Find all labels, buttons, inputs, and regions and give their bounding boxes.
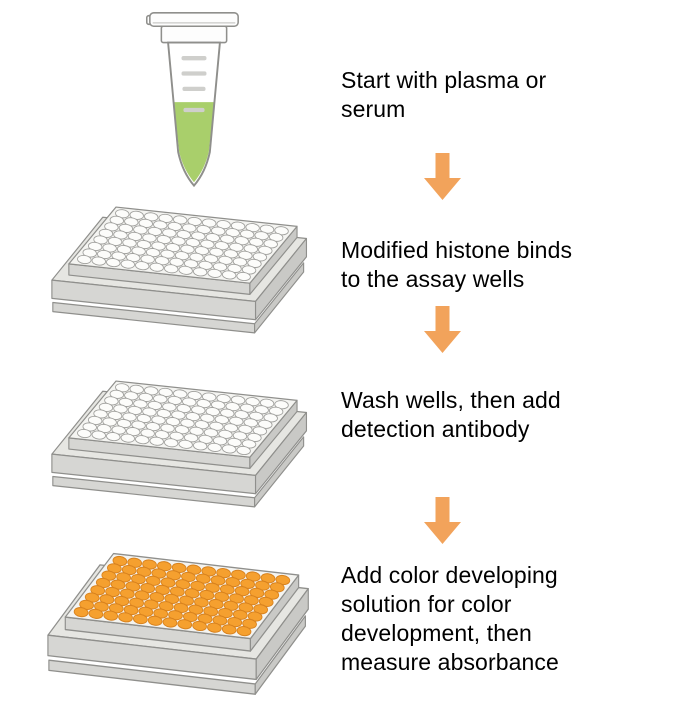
- down-arrow-shape: [424, 306, 461, 353]
- tube-cap-lid: [149, 12, 239, 28]
- tube-body-outline: [167, 41, 221, 188]
- tube-liquid-sample: [173, 102, 215, 183]
- down-arrow-icon: [424, 497, 461, 549]
- microplate-developed-icon: [47, 552, 309, 695]
- step-3-label: Wash wells, then add detection antibody: [341, 387, 561, 442]
- down-arrow-icon: [424, 497, 461, 544]
- sample-tube-illustration: [146, 6, 242, 207]
- tube-graduation-mark: [181, 71, 207, 76]
- tube-graduation-mark: [183, 107, 205, 113]
- microplate-color-developed: [47, 552, 309, 695]
- tube-graduation-mark: [182, 86, 206, 92]
- down-arrow-icon: [424, 306, 461, 353]
- down-arrow-shape: [424, 153, 461, 200]
- tube-graduation-mark: [181, 56, 207, 61]
- microplate-empty-icon: [51, 380, 308, 508]
- step-4-label: Add color developing solution for color …: [341, 562, 559, 675]
- step-1-label: Start with plasma or serum: [341, 67, 547, 122]
- step-2-label: Modified histone binds to the assay well…: [341, 237, 573, 292]
- down-arrow-shape: [424, 497, 461, 544]
- tube-cap-collar: [160, 25, 228, 44]
- microcentrifuge-tube-icon: [146, 12, 239, 188]
- microplate-empty: [51, 380, 308, 508]
- down-arrow-icon: [424, 153, 461, 200]
- microplate-empty: [51, 206, 308, 334]
- microplate-empty-icon: [51, 206, 308, 334]
- down-arrow-icon: [424, 306, 461, 358]
- assay-plate-illustration-1: [50, 203, 314, 344]
- assay-plate-illustration-3: [46, 549, 316, 706]
- assay-plate-illustration-2: [50, 377, 314, 518]
- down-arrow-icon: [424, 153, 461, 205]
